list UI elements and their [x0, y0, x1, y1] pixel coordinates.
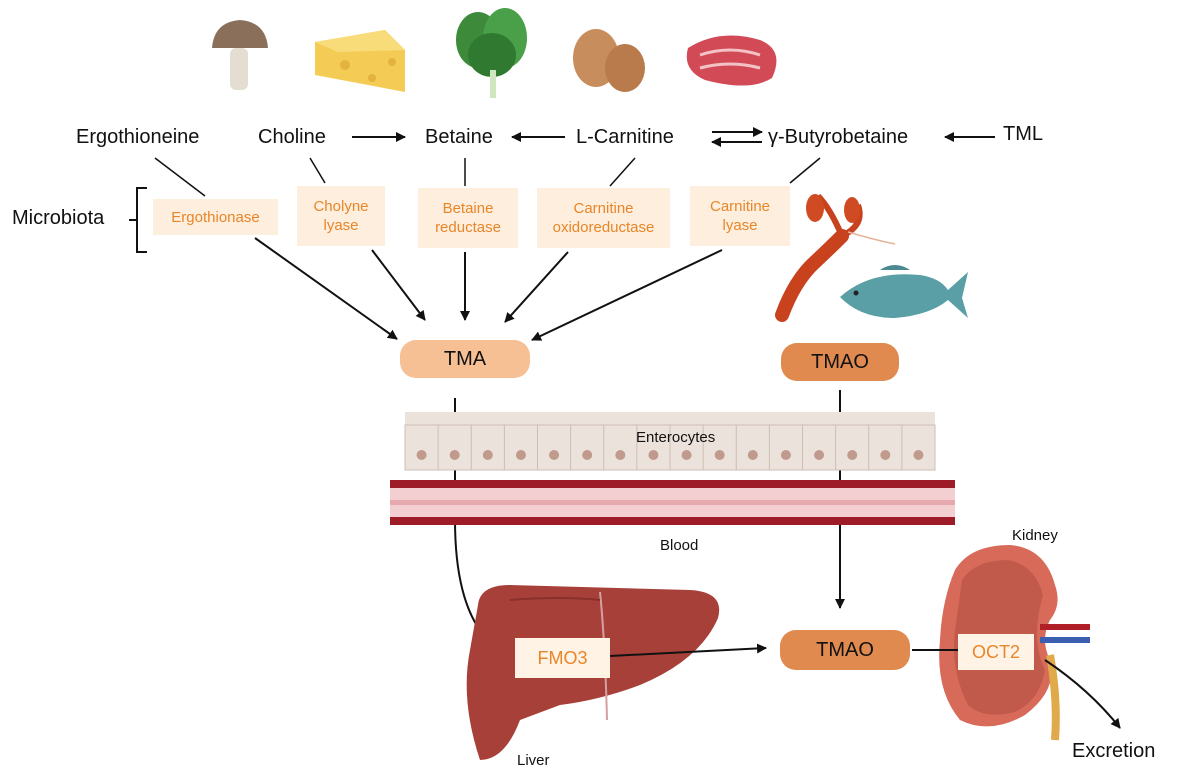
cell-nucleus: [780, 450, 791, 460]
enterocyte-layer: [404, 412, 936, 471]
betaine-label: Betaine: [425, 126, 493, 148]
cell-nucleus: [549, 450, 560, 460]
carnitine-oxidoreductase-text-2: oxidoreductase: [552, 219, 655, 236]
cheese-icon: [315, 30, 405, 92]
cell-nucleus: [880, 450, 891, 460]
tmao-seafood-pill: TMAO: [781, 343, 899, 381]
ergothioneine-label: Ergothioneine: [76, 126, 200, 148]
mushroom-icon: [212, 20, 268, 90]
betaine-reductase-box: Betaine reductase: [418, 188, 518, 248]
betaine-reductase-text-2: reductase: [435, 219, 501, 236]
red-meat-icon: [686, 35, 777, 86]
tmao-blood-text: TMAO: [816, 638, 874, 661]
cell-nucleus: [714, 450, 725, 460]
oct2-box: OCT2: [958, 634, 1034, 670]
fmo3-box: FMO3: [515, 638, 610, 678]
fmo3-text: FMO3: [537, 647, 588, 668]
lobster-icon: [775, 193, 896, 322]
cell-nucleus: [847, 450, 858, 460]
cholyne-lyase-text-2: lyase: [323, 217, 359, 234]
cholyne-lyase-text-1: Cholyne: [313, 198, 369, 215]
cell-nucleus: [482, 450, 493, 460]
cell-nucleus: [681, 450, 692, 460]
cell-nucleus: [913, 450, 924, 460]
cell-nucleus: [648, 450, 659, 460]
l-carnitine-label: L-Carnitine: [576, 126, 674, 148]
gamma-butyrobetaine-label: γ-Butyrobetaine: [768, 126, 909, 148]
fish-icon: [840, 265, 968, 318]
tmao-seafood-text: TMAO: [811, 350, 869, 373]
ergothionase-text: Ergothionase: [171, 208, 260, 226]
carnitine-lyase-box: Carnitine lyase: [690, 186, 790, 246]
blood-label: Blood: [660, 537, 699, 554]
cell-nucleus: [515, 450, 526, 460]
tmao-blood-pill: TMAO: [780, 630, 910, 670]
cell-nucleus: [449, 450, 460, 460]
eggs-icon: [573, 29, 645, 92]
cell-nucleus: [814, 450, 825, 460]
leafy-greens-icon: [456, 8, 527, 98]
tml-label: TML: [1003, 123, 1043, 145]
carnitine-oxidoreductase-box: Carnitine oxidoreductase: [537, 188, 670, 248]
kidney-label: Kidney: [1012, 527, 1058, 544]
carnitine-lyase-text-1: Carnitine: [709, 198, 771, 215]
oct2-text: OCT2: [971, 641, 1020, 662]
cell-nucleus: [582, 450, 593, 460]
liver-label: Liver: [517, 752, 550, 769]
ergothionase-box: Ergothionase: [153, 199, 278, 235]
carnitine-lyase-text-2: lyase: [722, 217, 758, 234]
carnitine-oxidoreductase-text-1: Carnitine: [573, 200, 634, 217]
tma-pill: TMA: [400, 340, 530, 378]
blood-vessel: [390, 480, 955, 525]
microbiota-label: Microbiota: [12, 207, 105, 229]
choline-label: Choline: [258, 126, 326, 148]
cholyne-lyase-box: Cholyne lyase: [297, 186, 385, 246]
cell-nucleus: [416, 450, 427, 460]
cell-nucleus: [747, 450, 758, 460]
betaine-reductase-text-1: Betaine: [442, 200, 494, 217]
enterocytes-label: Enterocytes: [636, 429, 716, 446]
excretion-label: Excretion: [1072, 740, 1156, 762]
tma-text: TMA: [443, 347, 487, 370]
cell-nucleus: [615, 450, 626, 460]
